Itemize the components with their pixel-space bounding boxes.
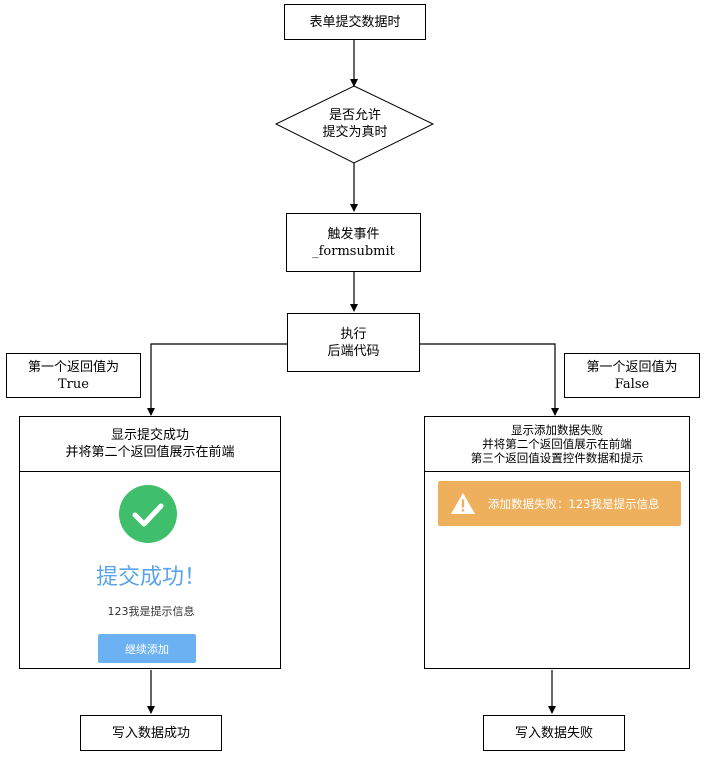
continue-add-button[interactable]: 继续添加 — [98, 634, 196, 663]
failure-header-line-1: 显示添加数据失败 — [511, 423, 603, 437]
success-header-line-2: 并将第二个返回值展示在前端 — [65, 445, 235, 460]
decision-line-1: 是否允许 — [328, 108, 381, 123]
failure-panel: 显示添加数据失败 并将第二个返回值展示在前端 第三个返回值设置控件数据和提示 添… — [424, 416, 690, 669]
failure-alert: 添加数据失败：123我是提示信息 — [438, 481, 681, 526]
false-condition-label: 第一个返回值为 False — [564, 353, 700, 398]
failure-header-line-3: 第三个返回值设置控件数据和提示 — [470, 451, 644, 465]
event-line-2: _formsubmit — [312, 243, 395, 259]
success-panel-header: 显示提交成功 并将第二个返回值展示在前端 — [20, 417, 280, 472]
fail-write-label: 写入数据失败 — [514, 725, 593, 741]
false-label-line-1: 第一个返回值为 — [586, 359, 678, 375]
arrow-exec-to-right-panel — [420, 343, 559, 416]
success-title: 提交成功！ — [95, 565, 206, 590]
success-write-label: 写入数据成功 — [111, 725, 190, 741]
fail-write-node: 写入数据失败 — [483, 715, 625, 751]
true-condition-label: 第一个返回值为 True — [6, 353, 141, 398]
failure-header-line-2: 并将第二个返回值展示在前端 — [482, 437, 632, 451]
start-node: 表单提交数据时 — [284, 4, 426, 40]
success-panel: 显示提交成功 并将第二个返回值展示在前端 提交成功！ 123我是提示信息 继续添… — [19, 416, 281, 669]
failure-alert-text: 添加数据失败：123我是提示信息 — [488, 496, 660, 511]
false-label-line-2: False — [614, 376, 650, 392]
start-node-label: 表单提交数据时 — [309, 14, 401, 30]
check-circle-icon — [119, 485, 177, 543]
decision-node-label: 是否允许 提交为真时 — [276, 100, 434, 148]
exec-node: 执行 后端代码 — [287, 313, 420, 372]
exec-line-1: 执行 — [340, 326, 367, 342]
success-header-line-1: 显示提交成功 — [110, 428, 189, 443]
true-label-line-1: 第一个返回值为 — [27, 359, 119, 375]
failure-panel-header: 显示添加数据失败 并将第二个返回值展示在前端 第三个返回值设置控件数据和提示 — [425, 417, 689, 472]
arrow-exec-to-left-panel — [147, 343, 287, 416]
success-info-text: 123我是提示信息 — [107, 605, 195, 618]
true-label-line-2: True — [58, 376, 89, 392]
exec-line-2: 后端代码 — [327, 343, 380, 359]
warning-triangle-icon — [450, 492, 476, 515]
event-line-1: 触发事件 — [327, 226, 380, 242]
event-node: 触发事件 _formsubmit — [286, 213, 421, 272]
success-write-node: 写入数据成功 — [80, 715, 222, 751]
decision-line-2: 提交为真时 — [322, 125, 388, 140]
